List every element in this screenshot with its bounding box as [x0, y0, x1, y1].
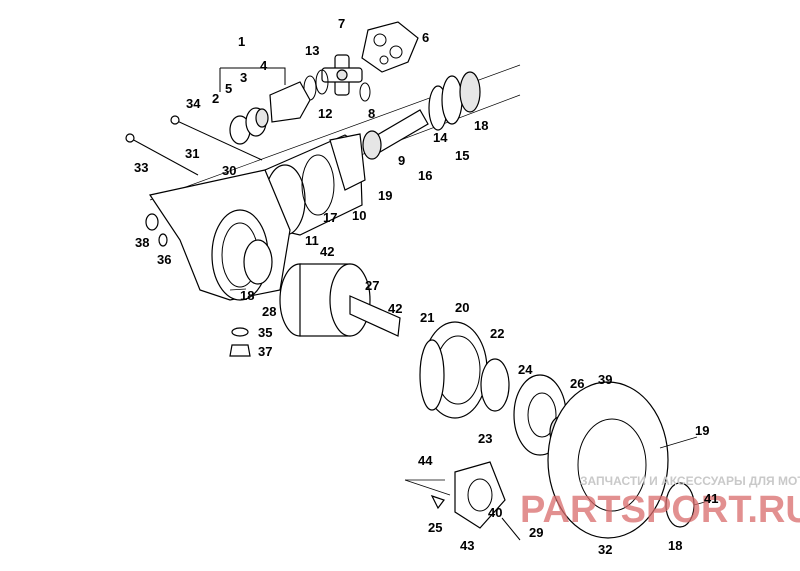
callout-23: 23 — [478, 431, 492, 446]
callout-18-bottom: 18 — [668, 538, 682, 553]
callout-9: 9 — [398, 153, 405, 168]
callout-20: 20 — [455, 300, 469, 315]
callout-14: 14 — [433, 130, 448, 145]
callout-10: 10 — [352, 208, 366, 223]
callout-19-top: 19 — [378, 188, 392, 203]
callout-4: 4 — [260, 58, 268, 73]
callout-31: 31 — [185, 146, 199, 161]
callout-11: 11 — [305, 233, 319, 248]
callout-25: 25 — [428, 520, 442, 535]
callout-27: 27 — [365, 278, 379, 293]
callout-labels: 1 2 3 4 5 6 7 8 9 10 11 12 13 14 15 16 1… — [134, 16, 718, 557]
callout-44: 44 — [418, 453, 433, 468]
callout-6: 6 — [422, 30, 429, 45]
callout-32: 32 — [598, 542, 612, 557]
watermark-logo: PARTSPORT.RU — [520, 489, 800, 531]
callout-7: 7 — [338, 16, 345, 31]
small-cover — [430, 461, 521, 541]
end-cover — [547, 381, 695, 539]
flange-yoke — [361, 21, 419, 73]
callout-42-right: 42 — [388, 301, 402, 316]
callout-41: 41 — [704, 491, 718, 506]
callout-37: 37 — [258, 344, 272, 359]
callout-18-top: 18 — [474, 118, 488, 133]
callout-19-right: 19 — [695, 423, 709, 438]
watermark: ЗАПЧАСТИ И АКСЕССУАРЫ ДЛЯ МОТОТЕХНИКИ PA… — [520, 474, 800, 531]
callout-22: 22 — [490, 326, 504, 341]
ring-gear — [419, 321, 488, 419]
callout-43: 43 — [460, 538, 474, 553]
callout-1: 1 — [238, 34, 245, 49]
callout-15: 15 — [455, 148, 469, 163]
callout-13: 13 — [305, 43, 319, 58]
callout-40: 40 — [488, 505, 502, 520]
callout-2: 2 — [212, 91, 219, 106]
parts-drawing — [125, 21, 706, 541]
callout-21: 21 — [420, 310, 434, 325]
gear-housing — [264, 133, 366, 236]
callout-33: 33 — [134, 160, 148, 175]
callout-38: 38 — [135, 235, 149, 250]
differential-drum — [279, 263, 401, 337]
callout-42-left: 42 — [320, 244, 334, 259]
callout-16: 16 — [418, 168, 432, 183]
callout-30: 30 — [222, 163, 236, 178]
callout-35: 35 — [258, 325, 272, 340]
callout-34: 34 — [186, 96, 201, 111]
callout-18-mid: 18 — [240, 288, 254, 303]
callout-28: 28 — [262, 304, 276, 319]
callout-26: 26 — [570, 376, 584, 391]
callout-36: 36 — [157, 252, 171, 267]
watermark-tagline: ЗАПЧАСТИ И АКСЕССУАРЫ ДЛЯ МОТОТЕХНИКИ — [580, 474, 800, 488]
pinion-shaft — [362, 71, 481, 160]
universal-joint-cross — [321, 54, 363, 96]
callout-39: 39 — [598, 372, 612, 387]
callout-29: 29 — [529, 525, 543, 540]
callout-5: 5 — [225, 81, 232, 96]
callout-3: 3 — [240, 70, 247, 85]
callout-24: 24 — [518, 362, 533, 377]
callout-8: 8 — [368, 106, 375, 121]
callout-17: 17 — [323, 210, 337, 225]
main-case — [149, 169, 291, 301]
callout-12: 12 — [318, 106, 332, 121]
